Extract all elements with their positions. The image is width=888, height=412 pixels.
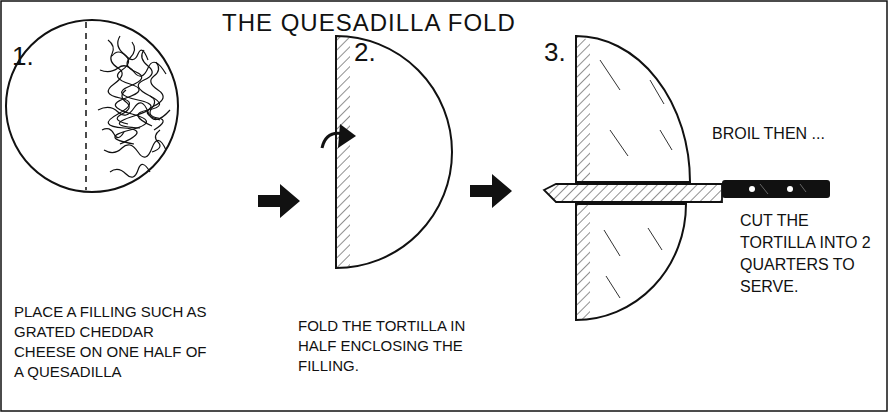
step-arrow bbox=[470, 174, 512, 208]
folded-tortilla bbox=[322, 36, 452, 268]
step-caption: CUT THE TORTILLA INTO 2 QUARTERS TO SERV… bbox=[740, 210, 882, 298]
tortilla-circle bbox=[6, 20, 178, 192]
cut-quarters bbox=[576, 36, 690, 320]
title: THE QUESADILLA FOLD bbox=[222, 8, 516, 38]
step-number: 2. bbox=[354, 36, 376, 69]
step-arrow bbox=[258, 184, 300, 218]
step-number: 1. bbox=[12, 40, 34, 73]
knife bbox=[544, 180, 830, 202]
step-caption: FOLD THE TORTILLA IN HALF ENCLOSING THE … bbox=[298, 316, 498, 376]
step-caption: PLACE A FILLING SUCH AS GRATED CHEDDAR C… bbox=[14, 302, 214, 382]
step-note: BROIL THEN ... bbox=[712, 124, 825, 144]
step-number: 3. bbox=[544, 36, 566, 69]
